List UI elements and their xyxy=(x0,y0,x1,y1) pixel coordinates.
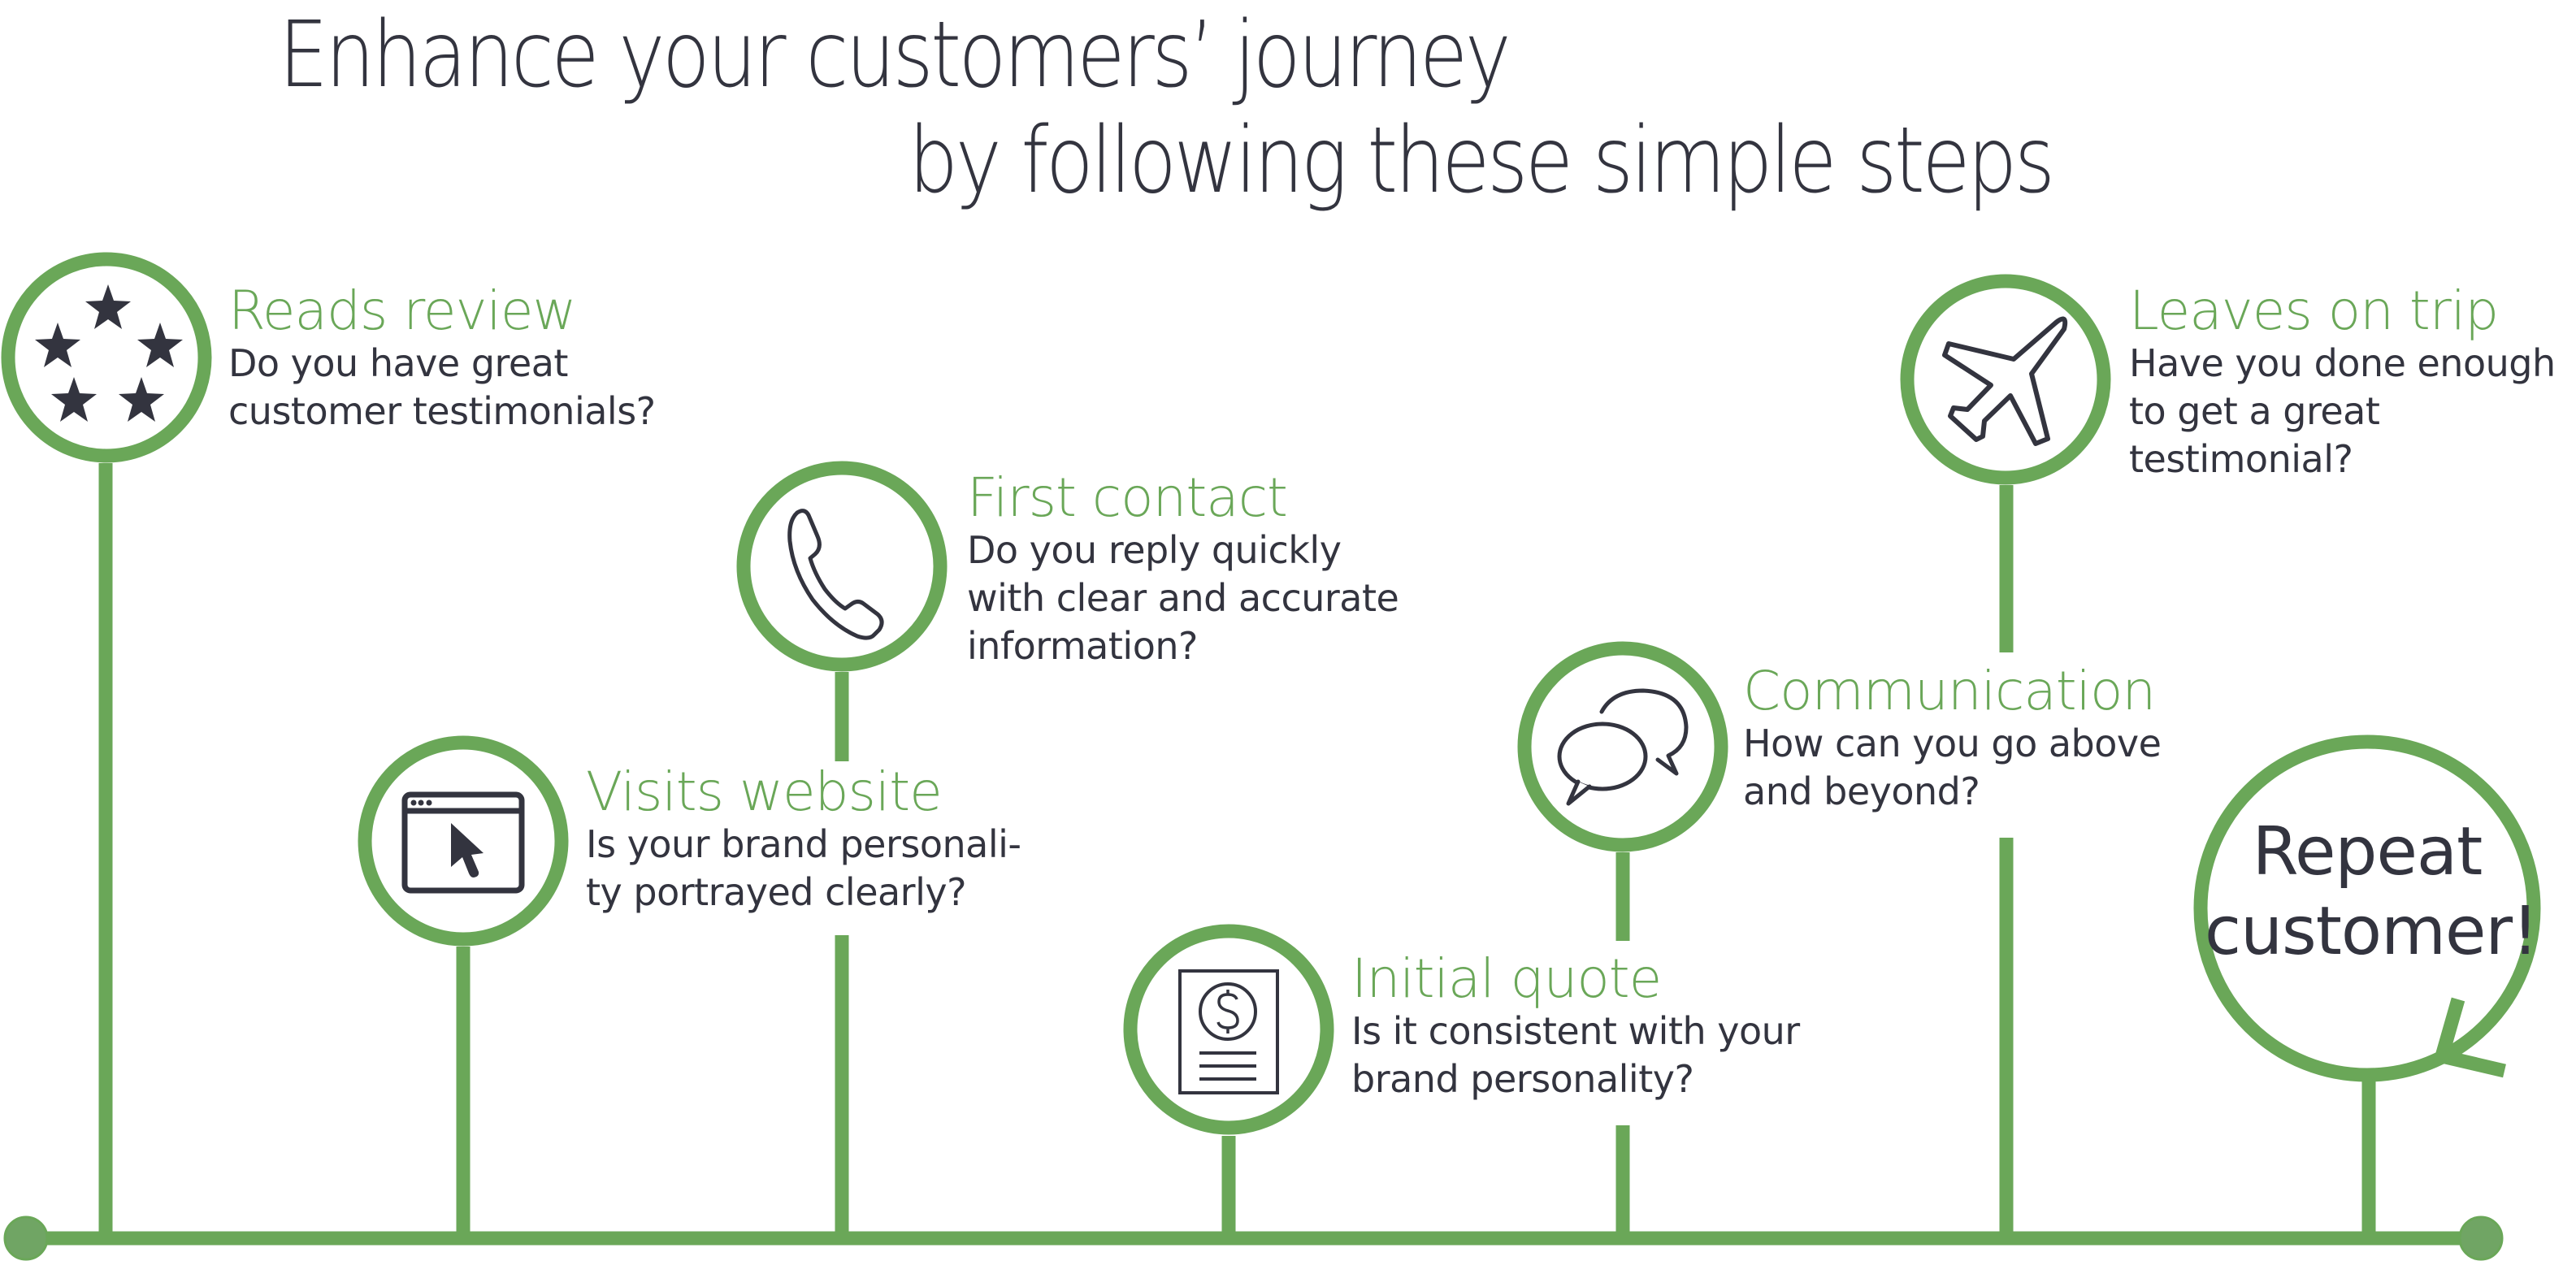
step-description-line: testimonial? xyxy=(2129,437,2353,481)
step-description-line: Is it consistent with your xyxy=(1351,1009,1800,1053)
step-visits-website: Visits website Is your brand personali- … xyxy=(586,764,1021,916)
step-description-line: customer testimonials? xyxy=(228,389,656,433)
step-description-line: Is your brand personali- xyxy=(586,822,1021,866)
step-circle-reads-review xyxy=(1,252,212,463)
star-icon xyxy=(119,377,164,422)
step-description-line: and beyond? xyxy=(1743,769,1980,813)
step-title: Leaves on trip xyxy=(2129,280,2499,342)
step-description-line: Do you have great xyxy=(228,341,568,385)
timeline-end-dot xyxy=(2458,1216,2504,1261)
step-title: Communication xyxy=(1743,660,2156,722)
repeat-arrow-icon xyxy=(2433,997,2506,1078)
star-icon xyxy=(85,284,131,329)
step-description-line: Do you reply quickly xyxy=(967,528,1342,572)
step-description-line: Have you done enough xyxy=(2129,341,2556,385)
star-icon xyxy=(35,323,80,367)
step-description-line: How can you go above xyxy=(1743,722,2162,765)
repeat-customer-label: Repeat customer! xyxy=(2205,812,2539,972)
step-circle-first-contact xyxy=(736,461,948,672)
step-description: Is your brand personali- ty portrayed cl… xyxy=(586,821,1021,916)
step-title: Reads review xyxy=(228,280,576,342)
airplane-icon xyxy=(1942,316,2068,446)
repeat-circle xyxy=(2193,734,2541,1082)
timeline-start-dot xyxy=(3,1216,49,1261)
step-description: Do you have great customer testimonials? xyxy=(228,340,656,436)
stars-icon xyxy=(35,284,183,422)
chat-bubbles-icon xyxy=(1557,688,1689,806)
headline-line-1: Enhance your customers’ journey xyxy=(279,2,1511,108)
step-first-contact: First contact Do you reply quickly with … xyxy=(967,470,1399,670)
step-description: Have you done enough to get a great test… xyxy=(2129,340,2556,483)
step-description: Do you reply quickly with clear and accu… xyxy=(967,526,1399,670)
step-description-line: with clear and accurate xyxy=(967,576,1399,620)
phone-icon xyxy=(787,509,884,640)
dollar-coin-icon xyxy=(1199,982,1257,1041)
repeat-customer-line: customer! xyxy=(2205,893,2539,970)
headline-line-2: by following these simple steps xyxy=(909,108,2055,214)
step-description: How can you go above and beyond? xyxy=(1743,720,2162,816)
step-title: Initial quote xyxy=(1351,947,1662,1010)
step-communication: Communication How can you go above and b… xyxy=(1743,660,2162,816)
step-title: Visits website xyxy=(586,760,943,823)
step-circle-leaves-on-trip xyxy=(1900,274,2111,485)
step-circle-initial-quote xyxy=(1123,924,1334,1135)
step-description-line: information? xyxy=(967,624,1198,668)
step-reads-review: Reads review Do you have great customer … xyxy=(228,283,656,436)
repeat-customer-line: Repeat xyxy=(2252,813,2483,890)
browser-cursor-icon xyxy=(401,791,525,894)
step-description-line: brand personality? xyxy=(1351,1057,1694,1101)
step-circle-communication xyxy=(1517,641,1728,852)
star-icon xyxy=(137,323,183,367)
step-description: Is it consistent with your brand persona… xyxy=(1351,1008,1800,1103)
step-leaves-on-trip: Leaves on trip Have you done enough to g… xyxy=(2129,283,2556,483)
step-initial-quote: Initial quote Is it consistent with your… xyxy=(1351,951,1800,1103)
step-description-line: to get a great xyxy=(2129,389,2380,433)
step-description-line: ty portrayed clearly? xyxy=(586,870,967,914)
cursor-icon xyxy=(451,823,484,878)
quote-document-icon xyxy=(1178,969,1279,1094)
step-circle-visits-website xyxy=(358,735,569,947)
step-title: First contact xyxy=(967,466,1288,529)
star-icon xyxy=(51,377,97,422)
